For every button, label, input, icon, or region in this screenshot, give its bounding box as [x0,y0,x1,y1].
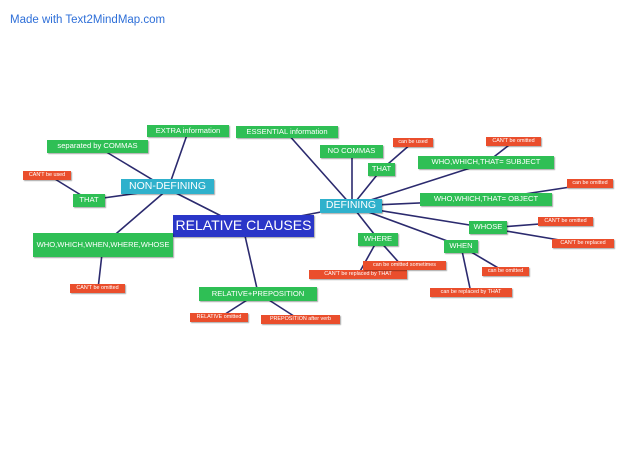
when-note-omitted: can be omitted [482,267,529,276]
link [460,245,472,294]
preposition-after-verb-note: PREPOSITION after verb [261,315,340,324]
subject-note: CAN'T be omitted [486,137,541,146]
relative-preposition-node: RELATIVE+PREPOSITION [199,287,317,301]
non-defining-pronouns-node: WHO,WHICH,WHEN,WHERE,WHOSE [33,233,173,257]
whose-note-replaced: CAN'T be replaced [552,239,614,248]
whose-node: WHOSE [469,221,507,234]
object-node: WHO,WHICH,THAT= OBJECT [420,193,552,206]
non-defining-pronouns-note: CAN'T be omitted [70,284,125,293]
extra-information-node: EXTRA information [147,125,229,137]
root-node: RELATIVE CLAUSES [173,215,314,237]
when-node: WHEN [444,240,478,253]
link [351,162,487,207]
non-defining-that-note: CAN'T be used [23,171,71,180]
non-defining-node: NON-DEFINING [121,179,214,194]
no-commas-node: NO COMMAS [320,145,383,158]
where-node: WHERE [358,233,398,246]
whose-note-omitted: CAN'T be omitted [538,217,593,226]
defining-that-node: THAT [368,163,395,176]
defining-that-note: can be used [393,138,433,147]
when-note-replaced: can be replaced by THAT [430,288,512,297]
defining-node: DEFINING [320,199,382,213]
link [286,132,353,207]
watermark: Made with Text2MindMap.com [10,14,166,26]
separated-by-commas-node: separated by COMMAS [47,140,148,153]
essential-information-node: ESSENTIAL information [236,126,338,138]
non-defining-that-node: THAT [73,194,105,207]
link [242,226,259,294]
object-note: can be omitted [567,179,613,188]
subject-node: WHO,WHICH,THAT= SUBJECT [418,156,554,169]
relative-omitted-note: RELATIVE omitted [190,313,248,322]
where-note-replaced: CAN'T be replaced by THAT [309,270,407,279]
where-note-omitted: can be omitted sometimes [363,261,446,270]
